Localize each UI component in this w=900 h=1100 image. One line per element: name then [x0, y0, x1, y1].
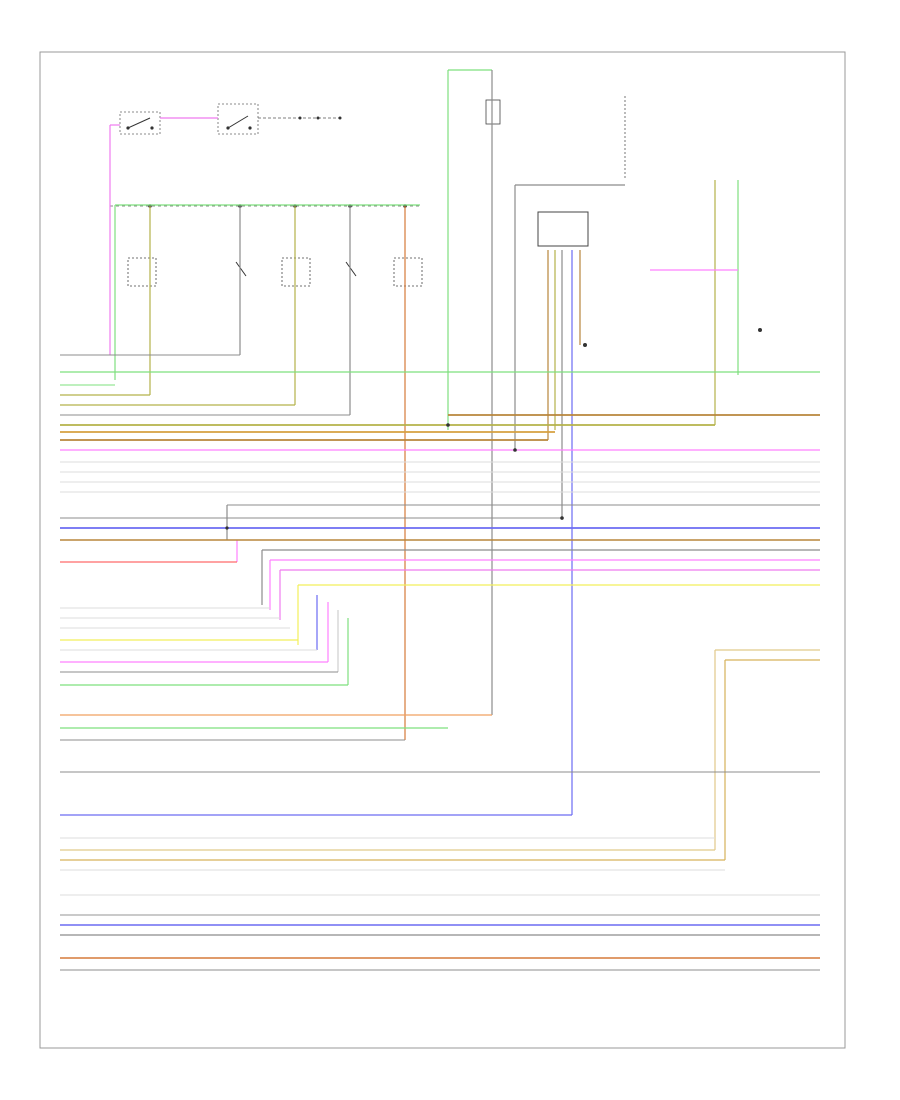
diagram-border [39, 51, 846, 1049]
fuse-block [110, 204, 423, 287]
top-splice-ground [258, 116, 342, 120]
horizontal-wires [60, 354, 820, 971]
right-top-items [485, 96, 762, 347]
junction-dots [225, 423, 564, 530]
center-module [537, 211, 589, 247]
vertical-wires [109, 69, 739, 860]
top-module [217, 103, 259, 135]
top-left-switch [119, 111, 161, 135]
